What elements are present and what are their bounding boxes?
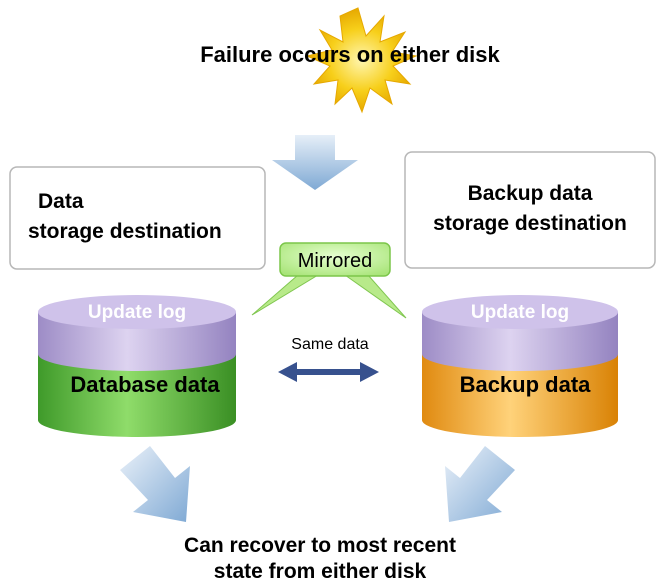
database-data-label: Database data [70,372,220,397]
backup-data-label: Backup data [460,372,592,397]
down-arrow-icon [272,135,358,190]
failure-burst-icon [305,7,418,114]
backup-storage-box: Backup data storage destination [404,151,656,269]
backup-update-log-label: Update log [471,302,569,323]
same-data-label: Same data [291,336,368,353]
recovery-line1: Can recover to most recent [184,534,456,557]
data-storage-line1: Data [38,190,84,213]
recovery-line2: state from either disk [214,560,427,583]
database-update-log-label: Update log [88,302,186,323]
recovery-arrow-right-icon [445,446,515,522]
double-arrow-icon [278,362,379,382]
failure-title: Failure occurs on either disk [200,42,500,67]
database-disk: Update log Database data [38,295,236,437]
backup-storage-line2: storage destination [433,212,627,235]
mirrored-callout-pointers [251,274,407,319]
data-storage-box: Data storage destination [9,166,266,270]
backup-storage-line1: Backup data [468,182,593,205]
backup-disk: Update log Backup data [422,295,618,437]
recovery-arrow-left-icon [120,446,190,522]
mirrored-badge: Mirrored [279,242,391,277]
mirrored-label: Mirrored [298,250,372,272]
data-storage-line2: storage destination [28,220,222,243]
